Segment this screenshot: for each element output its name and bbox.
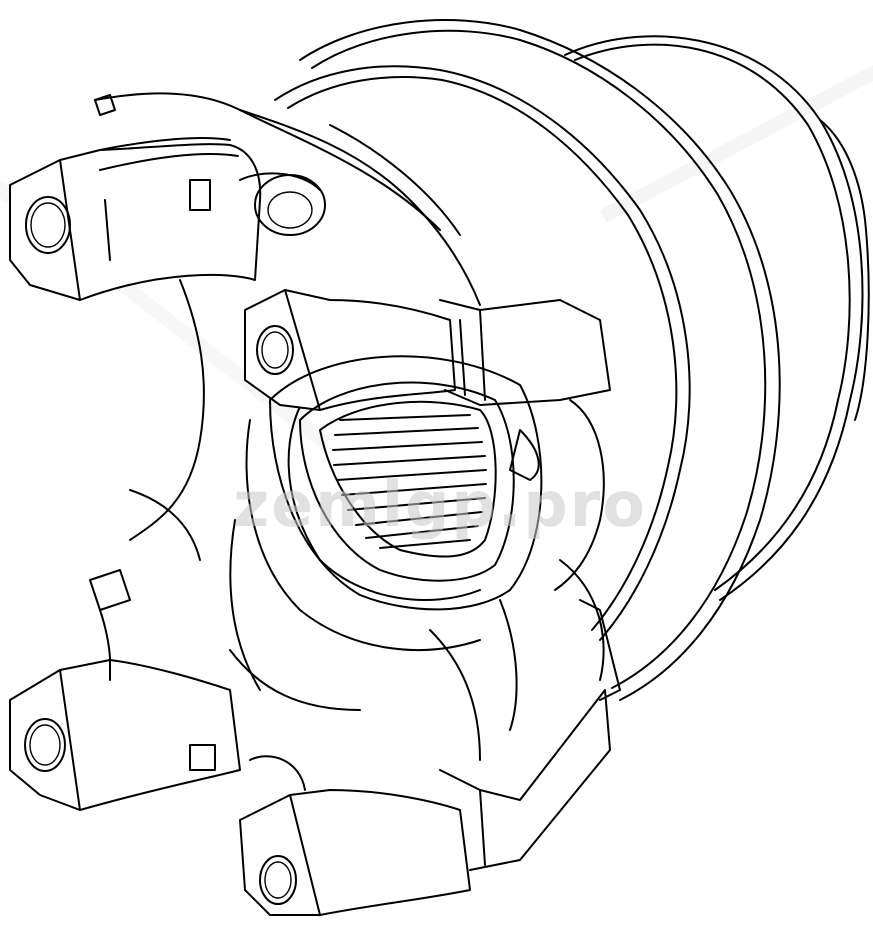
contour-lines (129, 489, 518, 761)
hub-right (509, 399, 621, 701)
lug-top (239, 172, 326, 236)
flange-disc (274, 19, 870, 701)
splined-bore (269, 355, 543, 611)
yoke-ear-center (244, 289, 611, 411)
yoke-ear-top-left (9, 94, 262, 301)
yoke-ear-bottom-left (9, 569, 241, 811)
yoke-ear-bottom-center (239, 689, 611, 916)
